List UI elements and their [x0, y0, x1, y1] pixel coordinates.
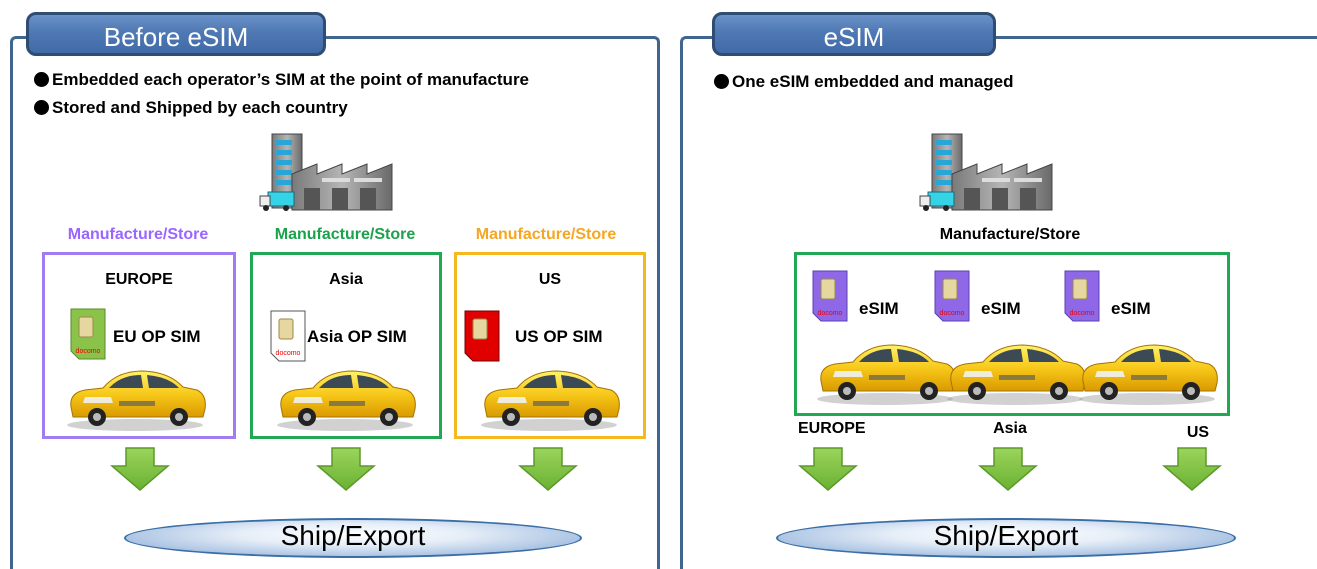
region-label-europe: EUROPE — [798, 420, 866, 437]
bullet-dot-icon — [714, 74, 729, 89]
region-box-us: US US OP SIM — [454, 252, 646, 439]
esim-label: eSIM — [859, 299, 899, 318]
manufacture-heading-us: Manufacture/Store — [475, 226, 617, 243]
car-icon — [1078, 344, 1218, 406]
region-box-all: docomo eSIM docomo eSIM docomo eSIM — [794, 252, 1230, 416]
region-box-asia: Asia docomo Asia OP SIM — [250, 252, 442, 439]
down-arrow-icon — [519, 447, 577, 491]
bullet-dot-icon — [34, 100, 49, 115]
down-arrow-icon — [799, 447, 857, 491]
down-arrow-icon — [111, 447, 169, 491]
factory-icon — [259, 133, 393, 212]
car-icon — [946, 344, 1086, 406]
left-bullet-2: Stored and Shipped by each country — [34, 98, 348, 118]
down-arrow-icon — [979, 447, 1037, 491]
car-icon — [276, 370, 416, 432]
right-panel-title: eSIM — [712, 12, 996, 56]
left-panel — [10, 36, 660, 569]
region-label-asia: Asia — [993, 420, 1027, 437]
sim-logo: docomo — [818, 310, 843, 317]
sim-label: Asia OP SIM — [307, 327, 407, 346]
sim-logo: docomo — [1070, 310, 1095, 317]
ship-export-label: Ship/Export — [280, 520, 426, 551]
sim-logo: docomo — [940, 310, 965, 317]
region-name: US — [538, 271, 562, 288]
esim-label: eSIM — [981, 299, 1021, 318]
esim-label: eSIM — [1111, 299, 1151, 318]
sim-card-icon: docomo — [70, 308, 106, 360]
esim-card-icon: docomo — [812, 270, 848, 322]
manufacture-heading-europe: Manufacture/Store — [67, 226, 209, 243]
car-icon — [816, 344, 956, 406]
region-name: EUROPE — [105, 271, 173, 288]
sim-logo: docomo — [76, 348, 101, 355]
car-icon — [66, 370, 206, 432]
region-box-europe: EUROPE docomo EU OP SIM — [42, 252, 236, 439]
sim-label: US OP SIM — [515, 327, 603, 346]
left-bullet-1: Embedded each operator’s SIM at the poin… — [34, 70, 529, 90]
car-icon — [480, 370, 620, 432]
ship-export-ellipse — [124, 518, 582, 558]
down-arrow-icon — [1163, 447, 1221, 491]
ship-export-label: Ship/Export — [933, 520, 1079, 551]
sim-card-icon: docomo — [270, 310, 306, 362]
esim-card-icon: docomo — [934, 270, 970, 322]
right-panel — [680, 36, 1317, 569]
ship-export-ellipse — [776, 518, 1236, 558]
manufacture-heading: Manufacture/Store — [939, 226, 1081, 243]
left-panel-title: Before eSIM — [26, 12, 326, 56]
region-label-us: US — [1186, 424, 1210, 441]
sim-logo: docomo — [276, 350, 301, 357]
manufacture-heading-asia: Manufacture/Store — [274, 226, 416, 243]
factory-icon — [919, 133, 1053, 212]
sim-label: EU OP SIM — [113, 327, 201, 346]
bullet-dot-icon — [34, 72, 49, 87]
region-name: Asia — [329, 271, 363, 288]
sim-card-icon — [464, 310, 500, 362]
down-arrow-icon — [317, 447, 375, 491]
right-bullet-1: One eSIM embedded and managed — [714, 72, 1014, 92]
esim-card-icon: docomo — [1064, 270, 1100, 322]
